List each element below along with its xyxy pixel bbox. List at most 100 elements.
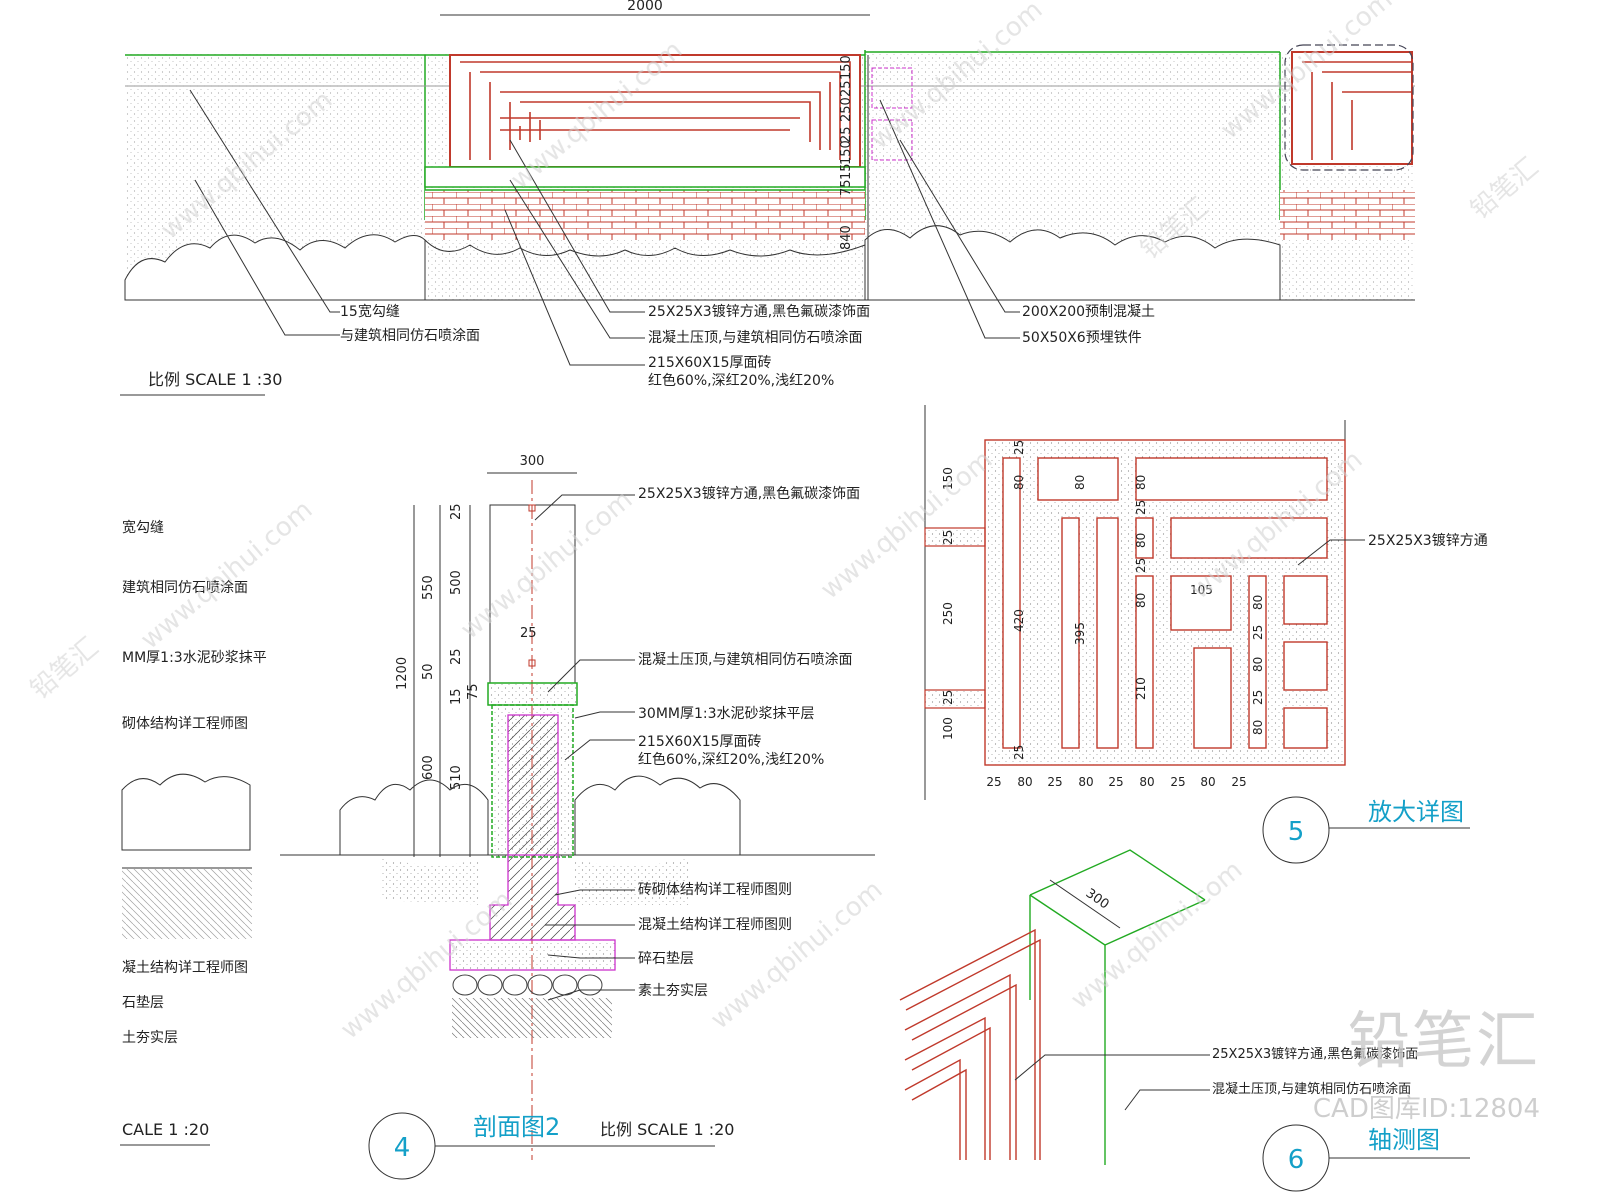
- section-label: 砖砌体结构详工程师图则: [638, 882, 792, 898]
- section-dim-width: 300: [520, 454, 545, 469]
- top-dim: 75: [839, 179, 854, 196]
- watermark-url: www.qbihui.com: [135, 495, 318, 655]
- top-elevation: 2000 150 25 250 25 150 15 75 840 15宽勾缝 与…: [120, 0, 1415, 396]
- watermark-url: www.qbihui.com: [705, 875, 888, 1035]
- section-2: 300 25 500 25 50 15 75 510 550 600 1200 …: [280, 454, 875, 1180]
- top-dim: 15: [839, 163, 854, 180]
- axon-title: 轴测图: [1368, 1126, 1440, 1154]
- left-label: 凝土结构详工程师图: [122, 960, 248, 976]
- detail-bottom-dim: 25: [1231, 775, 1246, 789]
- watermark-id: CAD图库ID:12804: [1312, 1094, 1540, 1124]
- detail-inner-dim: 420: [1012, 609, 1026, 632]
- top-dim: 25: [839, 126, 854, 143]
- detail-bottom-dim: 25: [1047, 775, 1062, 789]
- detail-bottom-dim: 25: [986, 775, 1001, 789]
- section-dim-total: 1200: [395, 657, 410, 690]
- left-label: 土夯实层: [122, 1030, 178, 1046]
- section-label: 25X25X3镀锌方通,黑色氟碳漆饰面: [638, 485, 860, 502]
- detail-inner-dim: 25: [1251, 690, 1265, 705]
- section-label: 215X60X15厚面砖: [638, 734, 762, 750]
- detail-bottom-dim: 25: [1108, 775, 1123, 789]
- top-dim-width: 2000: [627, 0, 663, 14]
- left-label: 建筑相同仿石喷涂面: [122, 580, 248, 596]
- detail-inner-dim: 105: [1190, 583, 1213, 597]
- axonometric-view: 300 25X25X3镀锌方通,黑色氟碳漆饰面 混凝土压顶,与建筑相同仿石喷涂面…: [899, 849, 1470, 1192]
- axon-number: 6: [1288, 1145, 1305, 1175]
- detail-inner-dim: 80: [1134, 533, 1148, 548]
- section-dim: 550: [421, 575, 436, 600]
- left-label: 宽勾缝: [122, 519, 164, 536]
- section-number: 4: [394, 1133, 411, 1163]
- watermark-url: www.qbihui.com: [1065, 855, 1248, 1015]
- top-dim: 150: [839, 55, 854, 80]
- section-dim: 75: [466, 683, 481, 700]
- section-label: 混凝土结构详工程师图则: [638, 917, 792, 933]
- top-scale: 比例 SCALE 1 :30: [148, 370, 283, 389]
- top-label: 200X200预制混凝土: [1022, 304, 1155, 320]
- top-label: 15宽勾缝: [340, 303, 400, 320]
- detail-bottom-dim: 80: [1139, 775, 1154, 789]
- section-dim-center: 25: [520, 626, 537, 641]
- detail-left-dim: 25: [941, 530, 955, 545]
- detail-inner-dim: 25: [1012, 440, 1026, 455]
- detail-left-dim: 150: [941, 467, 955, 490]
- detail-bottom-dim: 25: [1170, 775, 1185, 789]
- detail-inner-dim: 210: [1134, 677, 1148, 700]
- top-label: 红色60%,深红20%,浅红20%: [648, 372, 834, 389]
- detail-inner-dim: 25: [1134, 558, 1148, 573]
- section-label: 混凝土压顶,与建筑相同仿石喷涂面: [638, 652, 852, 668]
- detail-left-dim: 100: [941, 717, 955, 740]
- detail-inner-dim: 80: [1251, 720, 1265, 735]
- detail-title: 放大详图: [1368, 798, 1464, 826]
- section-title: 剖面图2: [473, 1113, 560, 1141]
- left-partial-section: 宽勾缝 建筑相同仿石喷涂面 MM厚1:3水泥砂浆抹平 砌体结构详工程师图 凝土结…: [120, 519, 267, 1146]
- top-label: 50X50X6预埋铁件: [1022, 330, 1142, 346]
- top-label: 与建筑相同仿石喷涂面: [340, 328, 480, 344]
- detail-inner-dim: 25: [1251, 625, 1265, 640]
- left-label: MM厚1:3水泥砂浆抹平: [122, 650, 267, 666]
- detail-inner-dim: 80: [1134, 593, 1148, 608]
- detail-inner-dim: 25: [1012, 745, 1026, 760]
- top-label: 215X60X15厚面砖: [648, 355, 772, 371]
- section-label: 碎石垫层: [638, 951, 694, 967]
- section-label: 30MM厚1:3水泥砂浆抹平层: [638, 706, 815, 722]
- detail-bottom-dim: 80: [1017, 775, 1032, 789]
- top-dim: 840: [839, 225, 854, 250]
- section-dim: 15: [449, 688, 464, 705]
- section-dim: 25: [449, 648, 464, 665]
- top-label: 混凝土压顶,与建筑相同仿石喷涂面: [648, 330, 862, 346]
- detail-inner-dim: 80: [1251, 657, 1265, 672]
- watermark-url: www.qbihui.com: [815, 445, 998, 605]
- detail-label: 25X25X3镀锌方通: [1368, 532, 1488, 549]
- detail-inner-dim: 80: [1073, 475, 1087, 490]
- section-dim: 500: [449, 570, 464, 595]
- detail-bottom-dim: 80: [1078, 775, 1093, 789]
- detail-left-dim: 250: [941, 602, 955, 625]
- detail-number: 5: [1288, 817, 1305, 847]
- detail-inner-dim: 80: [1012, 475, 1026, 490]
- axon-dim: 300: [1083, 886, 1112, 913]
- watermark-big-brand: 铅笔汇: [1347, 1004, 1540, 1077]
- top-dim: 25: [839, 80, 854, 97]
- section-dim: 25: [449, 503, 464, 520]
- left-label: 砌体结构详工程师图: [122, 716, 248, 732]
- top-dim: 150: [839, 140, 854, 165]
- section-label: 素土夯实层: [638, 983, 708, 999]
- section-scale: 比例 SCALE 1 :20: [600, 1120, 735, 1139]
- axon-label: 混凝土压顶,与建筑相同仿石喷涂面: [1212, 1081, 1411, 1097]
- detail-inner-dim: 80: [1134, 475, 1148, 490]
- section-dim: 510: [449, 765, 464, 790]
- top-label: 25X25X3镀锌方通,黑色氟碳漆饰面: [648, 303, 870, 320]
- detail-inner-dim: 80: [1251, 595, 1265, 610]
- left-label: 石垫层: [122, 995, 164, 1011]
- section-dim: 600: [421, 755, 436, 780]
- detail-inner-dim: 25: [1134, 500, 1148, 515]
- detail-left-dim: 25: [941, 690, 955, 705]
- axon-label: 25X25X3镀锌方通,黑色氟碳漆饰面: [1212, 1046, 1418, 1062]
- watermark-brand: 铅笔汇: [25, 632, 104, 705]
- section-label: 红色60%,深红20%,浅红20%: [638, 751, 824, 768]
- detail-inner-dim: 395: [1073, 622, 1087, 645]
- top-dim: 250: [839, 97, 854, 122]
- detail-bottom-dim: 80: [1200, 775, 1215, 789]
- watermark-brand: 铅笔汇: [1465, 152, 1544, 225]
